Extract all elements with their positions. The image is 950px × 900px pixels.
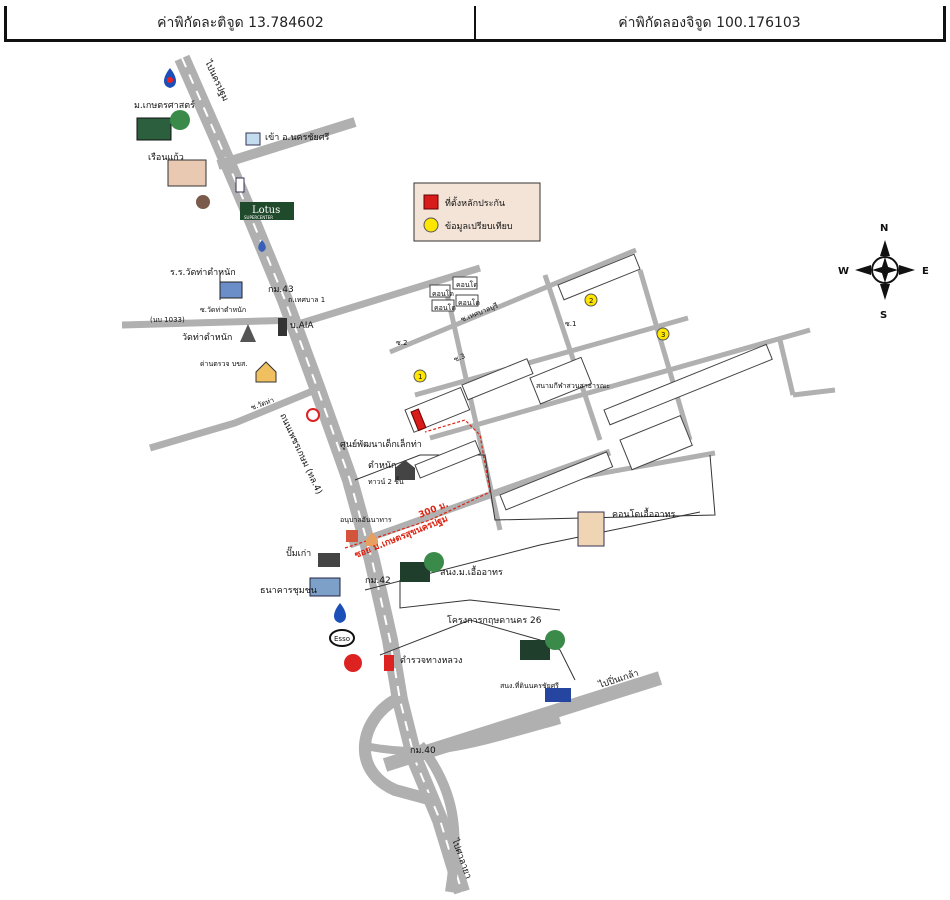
svg-text:2: 2 xyxy=(589,297,593,305)
compass-rose: N S W E xyxy=(838,223,929,321)
legend-collateral-swatch xyxy=(423,194,439,210)
condo-tower-icon xyxy=(577,511,605,547)
svg-text:Lotus: Lotus xyxy=(252,205,280,216)
route-dashed xyxy=(344,419,491,549)
checkpoint-icon xyxy=(255,361,277,383)
svg-text:ด่านตรวจ บขส.: ด่านตรวจ บขส. xyxy=(200,360,248,368)
bank-icon xyxy=(309,577,341,597)
traffic-signal-icon xyxy=(306,408,320,422)
svg-text:ธนาคารชุมชน: ธนาคารชุมชน xyxy=(260,586,317,596)
school-icon xyxy=(219,281,243,299)
svg-text:3: 3 xyxy=(661,331,665,339)
svg-text:ซ.วัดท่าตำหนัก: ซ.วัดท่าตำหนัก xyxy=(200,306,246,314)
esso-logo xyxy=(329,629,355,647)
svg-text:ตำรวจทางหลวง: ตำรวจทางหลวง xyxy=(400,655,462,666)
svg-text:ถนนเพชรเกษม (ทล.4): ถนนเพชรเกษม (ทล.4) xyxy=(277,412,323,496)
svg-text:Esso: Esso xyxy=(334,635,350,643)
post-icon xyxy=(235,177,245,193)
svg-text:บ.AIA: บ.AIA xyxy=(290,321,314,331)
restaurant-icon xyxy=(167,159,207,187)
svg-text:วัดท่าตำหนัก: วัดท่าตำหนัก xyxy=(182,332,232,343)
svg-text:SUPERCENTER: SUPERCENTER xyxy=(244,215,273,220)
svg-text:คอนโด: คอนโด xyxy=(458,298,480,307)
comparable-marker-2[interactable] xyxy=(584,293,598,307)
svg-text:คอนโดเอื้ออาทร: คอนโดเอื้ออาทร xyxy=(612,507,676,520)
compass-n: N xyxy=(880,223,888,234)
caltex-logo xyxy=(344,654,362,672)
compass-e: E xyxy=(922,266,929,277)
svg-text:ซ.3: ซ.3 xyxy=(453,352,467,364)
svg-text:ถ.เทศบาล 1: ถ.เทศบาล 1 xyxy=(288,296,325,304)
svg-text:ซ.1: ซ.1 xyxy=(565,320,576,328)
lotus-logo xyxy=(240,202,294,220)
childcare-house-icon xyxy=(395,460,415,480)
svg-text:คอนโด: คอนโด xyxy=(432,289,454,298)
ptt-station-icon-2 xyxy=(334,603,346,623)
svg-text:เรือนแก้ว: เรือนแก้ว xyxy=(148,152,184,163)
police-icon xyxy=(384,655,394,671)
svg-text:กม.42: กม.42 xyxy=(365,576,391,586)
bank-krungthai-icon xyxy=(196,195,210,209)
latitude-readout: ค่าพิกัดละติจูด 13.784602 xyxy=(157,14,324,31)
collateral-parcel xyxy=(410,408,427,432)
compass-w: W xyxy=(838,266,849,277)
svg-text:ม.เกษตรศาสตร์: ม.เกษตรศาสตร์ xyxy=(134,99,195,111)
svg-text:1: 1 xyxy=(418,373,422,381)
entrance-sign-icon xyxy=(245,132,261,146)
svg-text:ปั๊มเก่า: ปั๊มเก่า xyxy=(286,546,311,559)
kindergarten-icon xyxy=(346,530,358,542)
old-pump-icon xyxy=(318,553,340,567)
comparable-marker-1[interactable] xyxy=(413,369,427,383)
svg-text:สนง.ม.เอื้ออาทร: สนง.ม.เอื้ออาทร xyxy=(440,565,503,578)
drop-icon xyxy=(258,240,266,252)
comparable-marker-3[interactable] xyxy=(656,327,670,341)
longitude-readout: ค่าพิกัดลองจิจูด 100.176103 xyxy=(474,6,943,39)
legend-collateral-label: ที่ตั้งหลักประกัน xyxy=(445,196,505,209)
land-office-icon xyxy=(545,688,571,702)
coordinate-bar: ค่าพิกัดละติจูด 13.784602 ค่าพิกัดลองจิจ… xyxy=(4,6,946,42)
aia-icon xyxy=(278,318,287,336)
legend: ที่ตั้งหลักประกัน ข้อมูลเปรียบเทียบ xyxy=(413,182,541,242)
svg-text:สนามกีฬาสวนสาธารณะ: สนามกีฬาสวนสาธารณะ xyxy=(536,382,610,390)
housing-blocks xyxy=(404,253,773,511)
svg-text:ทาวน์ 2 ชั้น: ทาวน์ 2 ชั้น xyxy=(368,475,404,486)
svg-text:(นบ 1033): (นบ 1033) xyxy=(150,316,185,324)
house-icon xyxy=(366,532,378,546)
legend-comparable-swatch xyxy=(423,217,439,233)
svg-text:เข้า อ.นครชัยศรี: เข้า อ.นครชัยศรี xyxy=(265,132,330,143)
legend-comparable-label: ข้อมูลเปรียบเทียบ xyxy=(445,221,513,232)
university-building-icon xyxy=(136,117,172,141)
svg-text:คอนโด: คอนโด xyxy=(434,303,456,312)
temple-icon xyxy=(240,324,256,342)
svg-text:ตำหนัก: ตำหนัก xyxy=(368,460,396,471)
landmark-icons: Lotus SUPERCENTER Esso xyxy=(136,68,605,702)
svg-text:โครงการกฤษดานคร 26: โครงการกฤษดานคร 26 xyxy=(447,615,542,626)
office-building-icon xyxy=(400,562,430,582)
road-network xyxy=(121,54,836,895)
svg-text:ศูนย์พัฒนาเด็กเล็กท่า: ศูนย์พัฒนาเด็กเล็กท่า xyxy=(340,437,422,450)
compass-s: S xyxy=(880,310,887,321)
svg-text:กม.43: กม.43 xyxy=(268,285,294,295)
comparable-markers: 1 2 3 xyxy=(413,293,670,383)
svg-text:กม.40: กม.40 xyxy=(410,746,436,756)
project-building-icon xyxy=(520,640,550,660)
svg-text:คอนโด: คอนโด xyxy=(456,280,478,289)
svg-text:ซ.2: ซ.2 xyxy=(396,339,407,347)
svg-text:สนง.ที่ดินนครชัยศรี: สนง.ที่ดินนครชัยศรี xyxy=(500,681,559,690)
svg-text:ร.ร.วัดท่าตำหนัก: ร.ร.วัดท่าตำหนัก xyxy=(170,267,236,278)
svg-text:อนุบาลอันนาทาร: อนุบาลอันนาทาร xyxy=(340,516,392,524)
